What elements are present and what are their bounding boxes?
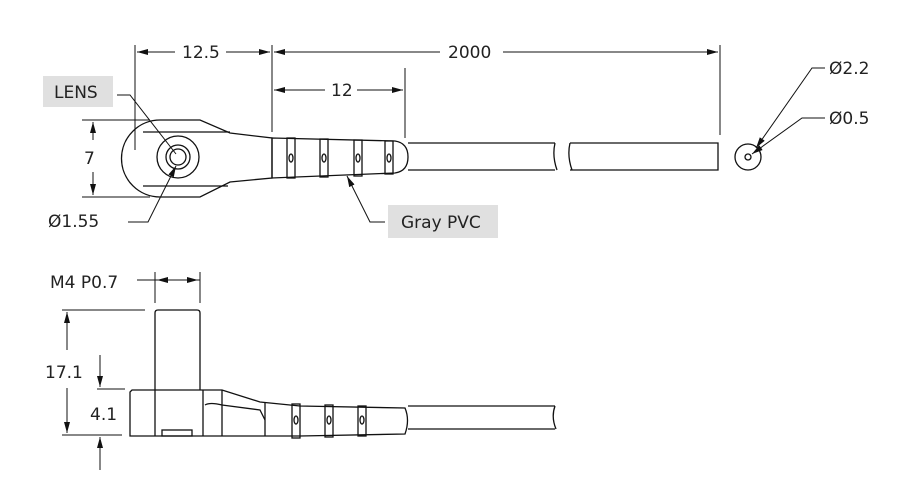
dim-head-height: 7 (84, 149, 95, 169)
lens-leader (117, 94, 177, 155)
cable-outer-diameter: Ø2.2 (829, 59, 869, 79)
cable-side (408, 405, 557, 430)
lens-diameter: Ø1.55 (48, 212, 99, 232)
dim-cable-length: 2000 (448, 43, 491, 63)
fiber-core-diameter: Ø0.5 (829, 109, 869, 129)
sensor-head-side (129, 309, 409, 439)
cable-top (408, 142, 719, 171)
dim-head-length: 12.5 (182, 43, 220, 63)
dim-boot-length: 12 (331, 81, 353, 101)
lens-label: LENS (54, 83, 98, 103)
cable-cross-section (734, 67, 825, 171)
gray-pvc-label-box (388, 205, 498, 238)
cable-boot-top (271, 137, 409, 179)
sensor-head-top (120, 119, 273, 198)
dimension-lines-side (62, 272, 201, 470)
cable-material-label: Gray PVC (401, 213, 481, 233)
dim-total-height: 17.1 (45, 363, 83, 383)
lens-diameter-leader (128, 165, 177, 223)
dimension-lines-top (82, 45, 721, 198)
lens-label-box (43, 76, 113, 107)
gray-pvc-leader (346, 175, 385, 223)
dim-base-height: 4.1 (90, 405, 117, 425)
thread-spec: M4 P0.7 (50, 273, 118, 293)
